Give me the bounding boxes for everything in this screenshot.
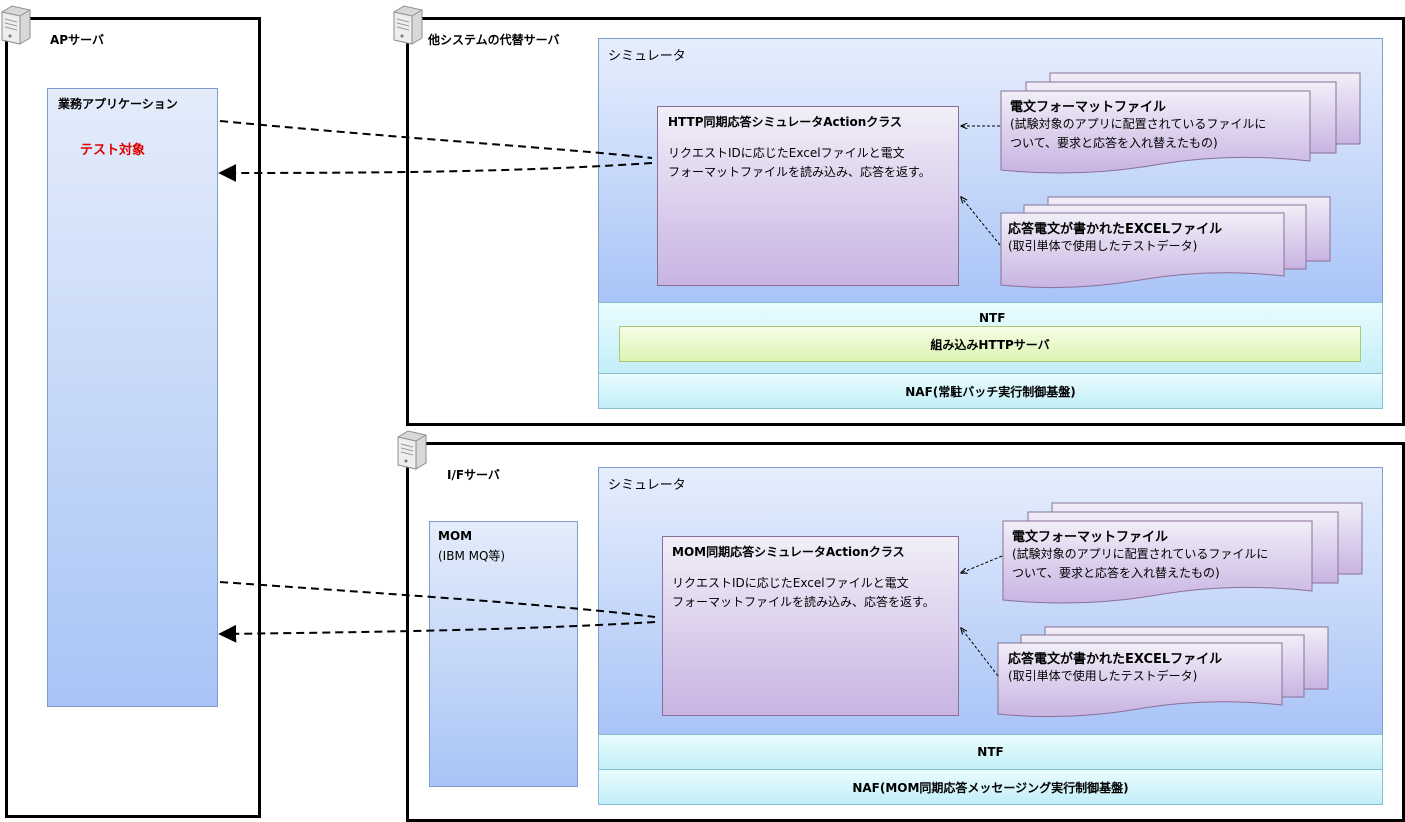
alt-excel-file-stack	[1000, 196, 1331, 289]
if-simulator-title: シミュレータ	[608, 478, 686, 493]
if-format-file-desc-1: (試験対象のアプリに配置されているファイルに	[1012, 547, 1269, 561]
alt-ntf-label: NTF	[979, 311, 1006, 325]
if-format-file-text: 電文フォーマットファイル (試験対象のアプリに配置されているファイルに ついて、…	[1012, 526, 1307, 583]
if-excel-file-title: 応答電文が書かれたEXCELファイル	[1008, 652, 1223, 667]
alt-excel-file-desc-1: (取引単体で使用したテストデータ)	[1008, 239, 1198, 253]
http-action-class-box: HTTP同期応答シミュレータActionクラス リクエストIDに応じたExcel…	[657, 106, 959, 286]
mom-action-class-desc-2: フォーマットファイルを読み込み、応答を返す。	[672, 595, 935, 609]
if-format-file-stack	[1002, 502, 1363, 604]
alt-naf-box: NAF(常駐バッチ実行制御基盤)	[598, 373, 1383, 409]
embedded-http-server-box: 組み込みHTTPサーバ	[619, 326, 1361, 362]
if-server-icon	[397, 430, 427, 470]
mom-subtitle: (IBM MQ等)	[438, 549, 506, 563]
mom-action-class-box: MOM同期応答シミュレータActionクラス リクエストIDに応じたExcelフ…	[662, 536, 959, 716]
alt-excel-to-action-arrow	[961, 197, 1001, 246]
ap-server-title: APサーバ	[50, 33, 104, 47]
ap-server-icon	[1, 5, 31, 45]
mom-action-class-title: MOM同期応答シミュレータActionクラス	[672, 545, 905, 559]
alt-request-line	[219, 120, 653, 159]
alt-format-file-stack	[1000, 72, 1361, 174]
embedded-http-server-label: 組み込みHTTPサーバ	[930, 337, 1050, 352]
if-excel-file-stack	[997, 626, 1329, 718]
alt-format-file-desc-1: (試験対象のアプリに配置されているファイルに	[1010, 117, 1267, 131]
alt-excel-file-title: 応答電文が書かれたEXCELファイル	[1008, 222, 1223, 237]
alt-format-file-text: 電文フォーマットファイル (試験対象のアプリに配置されているファイルに ついて、…	[1010, 96, 1305, 153]
alt-naf-label: NAF(常駐バッチ実行制御基盤)	[905, 384, 1076, 399]
if-excel-to-action-arrow	[961, 628, 999, 677]
if-server-title: I/Fサーバ	[447, 468, 500, 482]
http-action-class-desc-1: リクエストIDに応じたExcelファイルと電文	[668, 146, 905, 160]
if-naf-label: NAF(MOM同期応答メッセージング実行制御基盤)	[852, 780, 1129, 795]
mom-box: MOM (IBM MQ等)	[429, 521, 578, 787]
if-format-file-title: 電文フォーマットファイル	[1012, 530, 1169, 545]
alt-response-arrow	[218, 162, 653, 182]
mom-title: MOM	[438, 529, 473, 543]
if-naf-box: NAF(MOM同期応答メッセージング実行制御基盤)	[598, 769, 1383, 805]
alt-simulator-title: シミュレータ	[608, 49, 686, 64]
if-format-file-desc-2: ついて、要求と応答を入れ替えたもの)	[1012, 566, 1220, 580]
alt-format-file-title: 電文フォーマットファイル	[1010, 100, 1167, 115]
test-target-label: テスト対象	[80, 143, 146, 158]
if-format-to-action-arrow	[961, 555, 1003, 573]
alt-excel-file-text: 応答電文が書かれたEXCELファイル (取引単体で使用したテストデータ)	[1008, 218, 1284, 256]
if-request-line	[219, 581, 656, 618]
http-action-class-title: HTTP同期応答シミュレータActionクラス	[668, 115, 903, 129]
mom-action-class-desc-1: リクエストIDに応じたExcelファイルと電文	[672, 576, 909, 590]
business-application-box: 業務アプリケーション テスト対象	[47, 88, 218, 707]
alt-server-icon	[393, 5, 423, 45]
if-ntf-label: NTF	[977, 745, 1004, 759]
if-response-arrow	[218, 621, 656, 643]
if-ntf-box: NTF	[598, 734, 1383, 770]
alt-format-file-desc-2: ついて、要求と応答を入れ替えたもの)	[1010, 136, 1218, 150]
if-excel-file-desc-1: (取引単体で使用したテストデータ)	[1008, 669, 1198, 683]
if-excel-file-text: 応答電文が書かれたEXCELファイル (取引単体で使用したテストデータ)	[1008, 648, 1284, 686]
business-application-title: 業務アプリケーション	[58, 97, 178, 111]
http-action-class-desc-2: フォーマットファイルを読み込み、応答を返す。	[668, 165, 931, 179]
alt-server-title: 他システムの代替サーバ	[428, 33, 560, 47]
